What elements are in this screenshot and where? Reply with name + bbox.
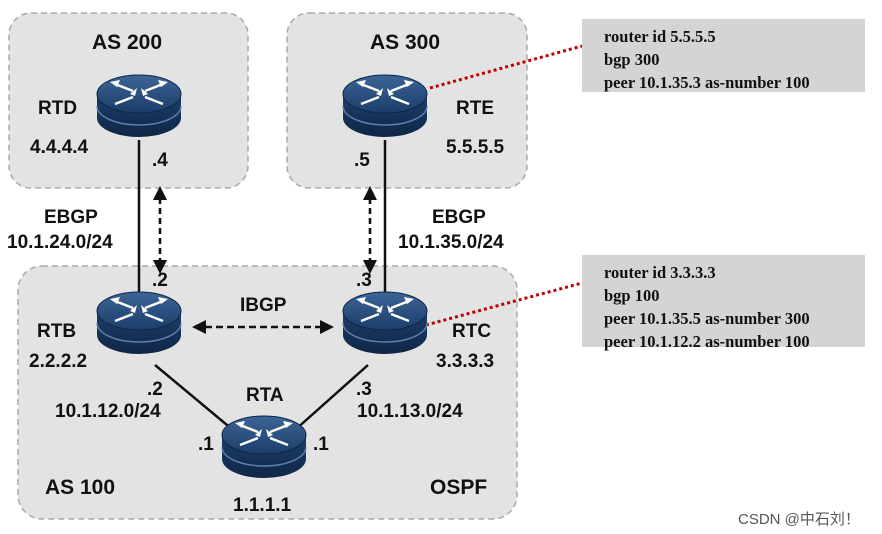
rtd-name: RTD: [38, 98, 78, 119]
config-line: router id 3.3.3.3: [604, 263, 716, 282]
rta-port-right: .1: [313, 434, 329, 455]
rtc-port-down: .3: [356, 379, 372, 400]
ibgp-arrow: [192, 320, 334, 334]
subnet-b-a: 10.1.12.0/24: [55, 401, 161, 422]
router-rta-icon: [220, 414, 308, 480]
rte-port: .5: [354, 150, 370, 171]
callout-line-rtc: [425, 281, 583, 327]
config-line: bgp 100: [604, 286, 660, 305]
router-rtb-icon: [95, 290, 183, 356]
as100-title: AS 100: [45, 476, 116, 499]
rte-name: RTE: [456, 98, 494, 119]
router-rtc-icon: [341, 290, 429, 356]
ebgp-right-subnet: 10.1.35.0/24: [398, 232, 504, 253]
ospf-label: OSPF: [430, 476, 488, 499]
watermark: CSDN @中石刘！: [738, 511, 860, 528]
rtb-id: 2.2.2.2: [29, 351, 88, 372]
rtb-port-up: .2: [152, 270, 168, 291]
callout-line-rte: [429, 44, 583, 90]
link-rtb-rta: [154, 364, 234, 431]
ebgp-left-subnet: 10.1.24.0/24: [7, 232, 113, 253]
config-box-rtc: router id 3.3.3.3 bgp 100 peer 10.1.35.5…: [582, 255, 865, 351]
config-line: router id 5.5.5.5: [604, 27, 716, 46]
config-line: peer 10.1.35.3 as-number 100: [604, 73, 810, 92]
subnet-c-a: 10.1.13.0/24: [357, 401, 463, 422]
rte-id: 5.5.5.5: [446, 137, 505, 158]
link-rtc-rta: [294, 364, 369, 431]
rtc-port-up: .3: [356, 270, 372, 291]
ebgp-arrow-right: [363, 186, 377, 274]
rtd-id: 4.4.4.4: [30, 137, 89, 158]
ebgp-right-label: EBGP: [432, 207, 486, 228]
ebgp-arrow-left: [153, 186, 167, 274]
config-line: peer 10.1.35.5 as-number 300: [604, 309, 810, 328]
ibgp-label: IBGP: [240, 295, 287, 316]
rtb-port-down: .2: [147, 379, 163, 400]
rtc-name: RTC: [452, 321, 492, 342]
config-line: bgp 300: [604, 50, 660, 69]
as200-title: AS 200: [92, 31, 163, 54]
router-rte-icon: [341, 73, 429, 139]
rtd-port: .4: [152, 150, 168, 171]
rta-port-left: .1: [198, 434, 214, 455]
rta-id: 1.1.1.1: [233, 495, 292, 516]
router-rtd-icon: [95, 73, 183, 139]
rta-name: RTA: [246, 385, 284, 406]
config-line: peer 10.1.12.2 as-number 100: [604, 332, 810, 351]
rtb-name: RTB: [37, 321, 77, 342]
ebgp-left-label: EBGP: [44, 207, 98, 228]
rtc-id: 3.3.3.3: [436, 351, 495, 372]
config-box-rte: router id 5.5.5.5 bgp 300 peer 10.1.35.3…: [582, 19, 865, 92]
as300-title: AS 300: [370, 31, 441, 54]
